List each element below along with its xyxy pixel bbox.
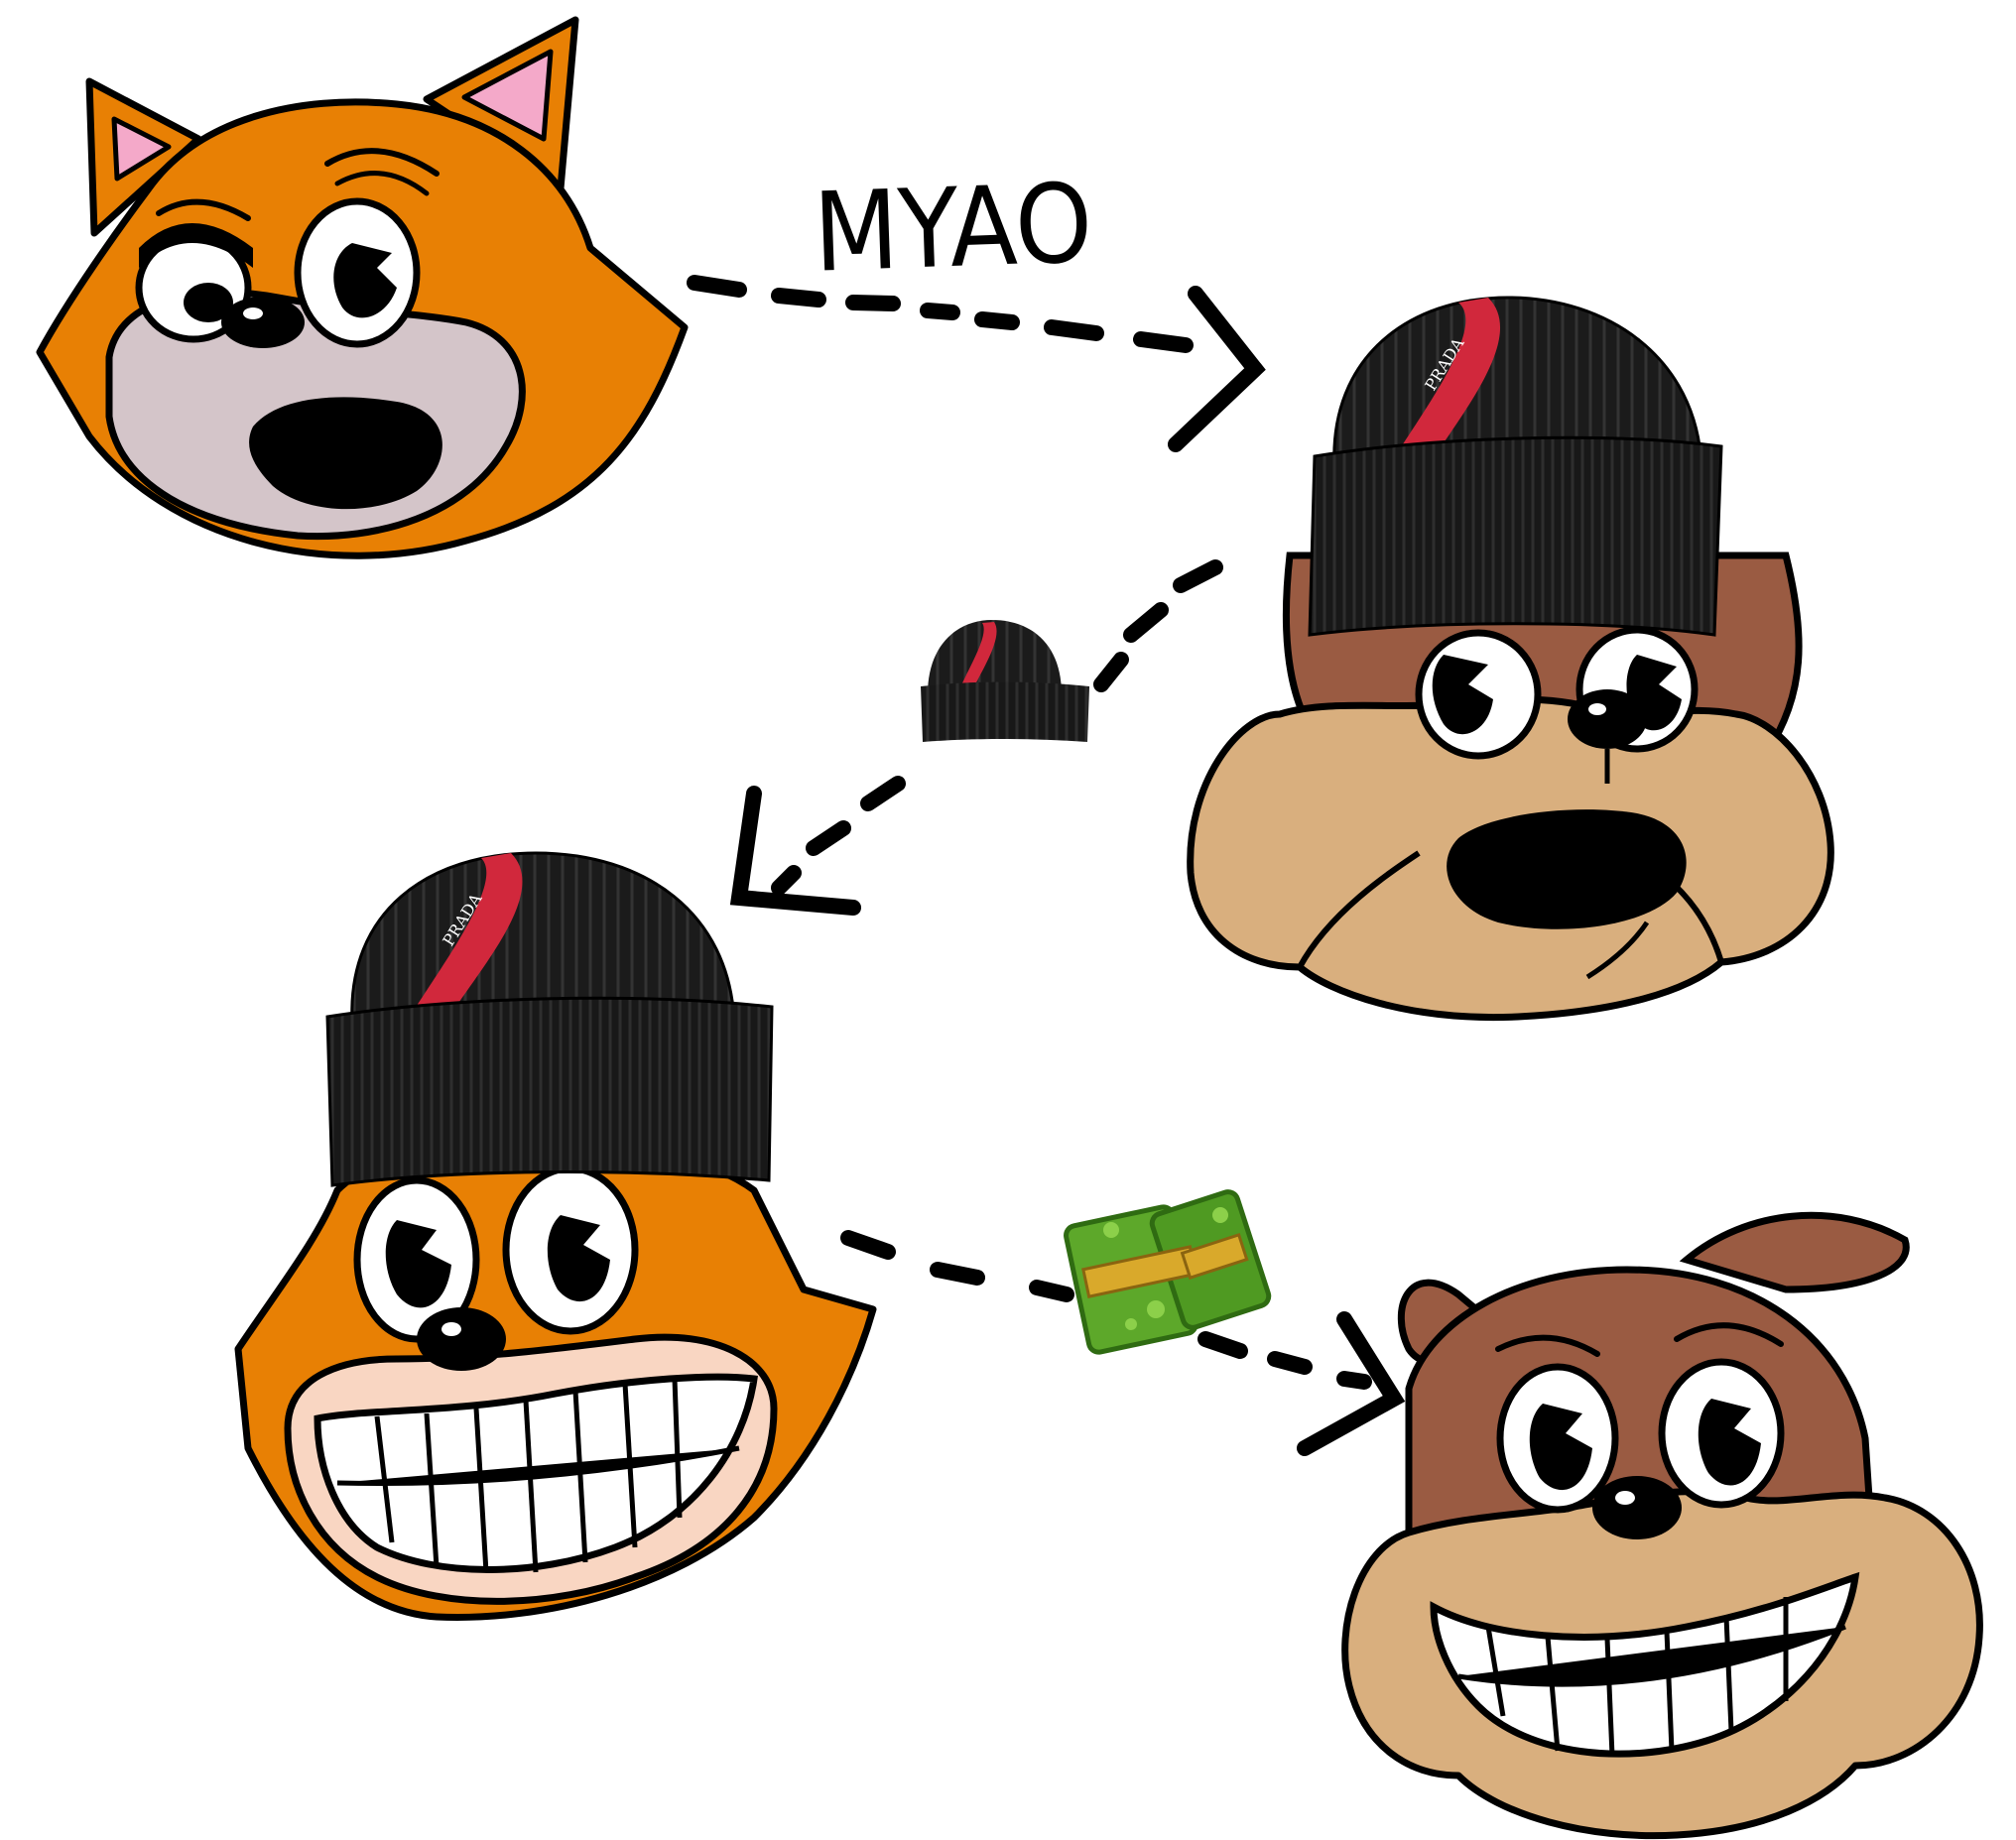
- beanie-icon: PRADA: [325, 851, 774, 1187]
- caption-text: MYAO: [812, 160, 1094, 297]
- dog-head-icon: [1341, 1211, 1983, 1840]
- beanie-icon: [921, 620, 1089, 742]
- cat-head-icon: [36, 16, 689, 559]
- cash-stack-icon: [1064, 1189, 1272, 1355]
- beanie-icon: PRADA: [1308, 296, 1723, 637]
- arrow-icon: [687, 275, 1266, 452]
- arrow-icon: [729, 559, 1223, 916]
- arrow-icon: [840, 1230, 1406, 1456]
- cat-head-icon: [234, 1137, 877, 1621]
